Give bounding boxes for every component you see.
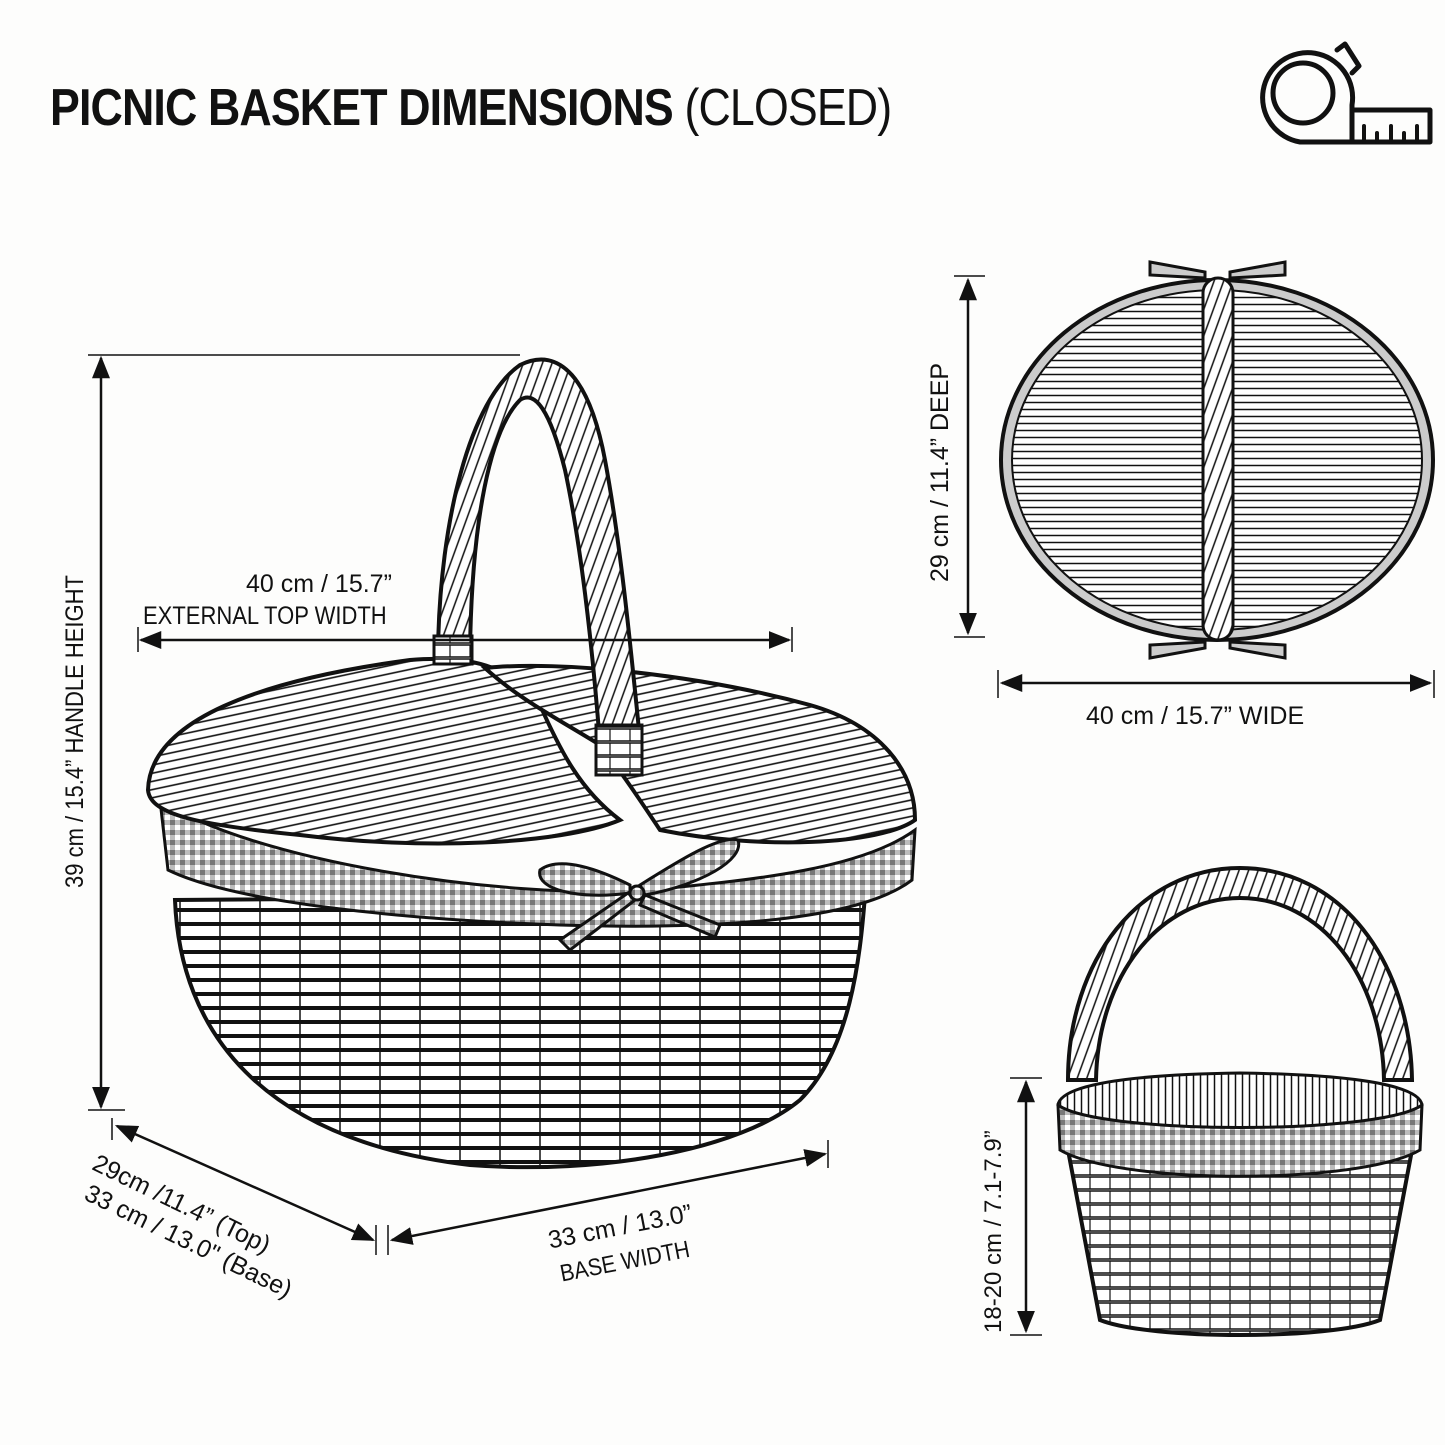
top-view-width-label: 40 cm / 15.7” WIDE xyxy=(1086,702,1305,730)
tape-measure-icon xyxy=(1260,41,1433,145)
side-view-basket-illustration xyxy=(1056,865,1424,1337)
top-width-dimension xyxy=(137,627,793,652)
top-view-basket-illustration xyxy=(999,260,1435,660)
handle-height-label: 39 cm / 15.4” HANDLE HEIGHT xyxy=(61,575,89,888)
top-view-width-dimension xyxy=(997,670,1435,698)
top-width-label: EXTERNAL TOP WIDTH xyxy=(143,602,387,630)
top-view-depth-label: 29 cm / 11.4” DEEP xyxy=(926,362,954,582)
title-main: PICNIC BASKET DIMENSIONS xyxy=(50,79,674,137)
page-title: PICNIC BASKET DIMENSIONS (CLOSED) xyxy=(50,79,892,137)
handle-height-dimension xyxy=(88,354,520,1111)
perspective-basket-illustration xyxy=(145,357,918,1170)
base-width-dimension xyxy=(387,1140,829,1255)
title-suffix: (CLOSED) xyxy=(684,79,892,137)
top-width-value: 40 cm / 15.7” xyxy=(246,570,392,598)
depth-dimension xyxy=(111,1118,377,1255)
side-view-height-label: 18-20 cm / 7.1-7.9” xyxy=(980,1130,1007,1333)
side-view-height-dimension xyxy=(1010,1077,1042,1336)
top-view-depth-dimension xyxy=(954,275,985,638)
